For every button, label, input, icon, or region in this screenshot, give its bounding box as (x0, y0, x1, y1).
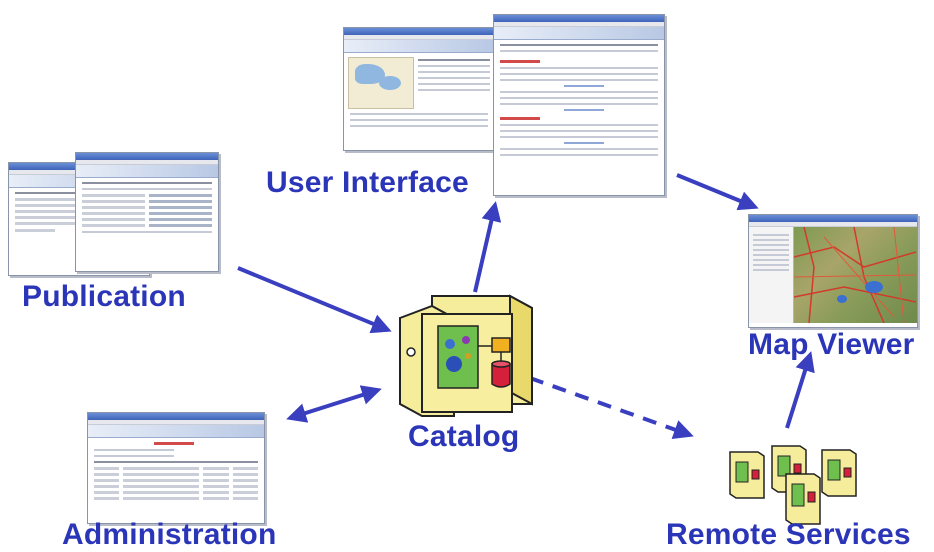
map-viewer-screenshot (748, 214, 918, 328)
administration-screenshot (87, 412, 265, 524)
remote-services-servers-icon (729, 445, 857, 525)
arrow-remote-services-to-map-viewer (785, 351, 815, 429)
label-map-viewer: Map Viewer (748, 328, 915, 361)
label-administration: Administration (62, 518, 277, 551)
label-remote-services: Remote Services (666, 518, 911, 551)
map-image (794, 227, 917, 323)
arrow-catalog-to-remote-services (529, 376, 694, 440)
publication-screenshot-front (75, 152, 219, 272)
arrow-user-interface-to-map-viewer (676, 173, 759, 211)
user-interface-screenshot-front (493, 14, 665, 196)
arrow-administration-catalog-bidirectional (286, 385, 382, 423)
arrow-catalog-to-user-interface (473, 201, 502, 293)
catalog-server-icon (399, 294, 533, 417)
label-publication: Publication (22, 280, 186, 313)
label-catalog: Catalog (408, 420, 520, 453)
arrow-publication-to-catalog (237, 266, 392, 334)
user-interface-screenshot-back (343, 27, 495, 151)
label-user-interface: User Interface (266, 166, 469, 199)
